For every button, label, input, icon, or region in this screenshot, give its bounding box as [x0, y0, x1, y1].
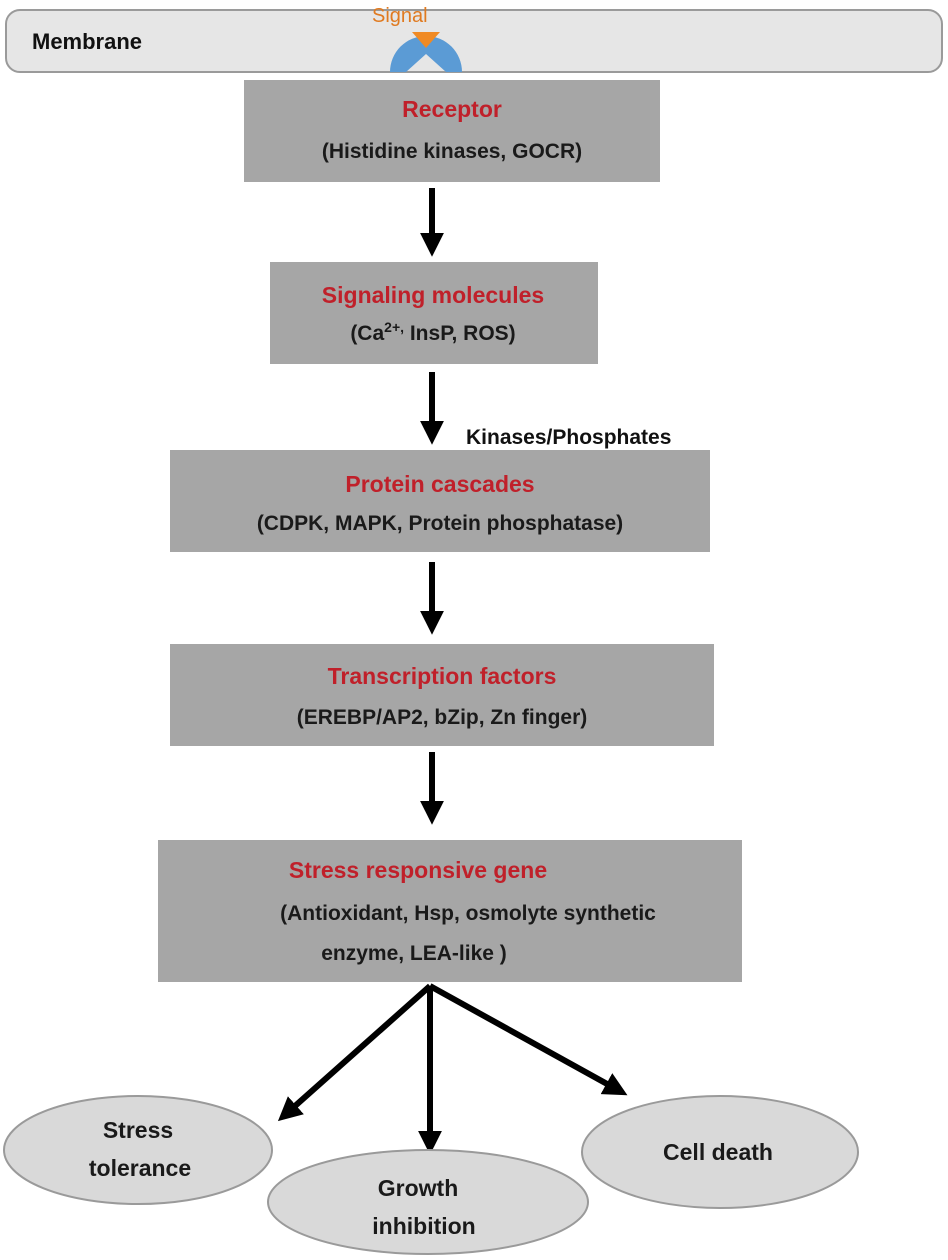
cell-death-oval [581, 1095, 859, 1209]
signaling-box [270, 262, 598, 364]
stress-gene-detail-line2: enzyme, LEA-like ) [321, 942, 507, 965]
arrow-to-cell-death [428, 983, 628, 1096]
stress-tolerance-line2: tolerance [89, 1155, 191, 1181]
stress-gene-title: Stress responsive gene [289, 857, 547, 883]
growth-inhibition-oval [267, 1149, 589, 1255]
stress-gene-box [158, 840, 742, 982]
stress-tolerance-oval [3, 1095, 273, 1205]
growth-inhibition-line1: Growth [378, 1175, 459, 1201]
stress-tolerance-line1: Stress [103, 1117, 173, 1143]
signaling-detail: (Ca2+, InsP, ROS) [350, 319, 515, 345]
receptor-box [244, 80, 660, 182]
protein-detail: (CDPK, MAPK, Protein phosphatase) [257, 512, 623, 535]
signaling-title: Signaling molecules [322, 282, 544, 308]
receptor-icon [390, 35, 462, 72]
transcription-detail: (EREBP/AP2, bZip, Zn finger) [297, 706, 588, 729]
stress-gene-detail-line1: (Antioxidant, Hsp, osmolyte synthetic [280, 902, 656, 925]
kinases-label: Kinases/Phosphates [466, 426, 671, 449]
receptor-title: Receptor [402, 96, 502, 122]
cell-death-label: Cell death [663, 1139, 773, 1165]
protein-box [170, 450, 710, 552]
growth-inhibition-line2: inhibition [372, 1213, 475, 1239]
transcription-title: Transcription factors [328, 663, 557, 689]
signal-label: Signal [372, 5, 428, 27]
membrane-bar [5, 9, 943, 73]
transcription-box [170, 644, 714, 746]
arrow-to-stress-tolerance [277, 983, 432, 1122]
membrane-label: Membrane [32, 29, 142, 54]
signal-icon [412, 32, 440, 48]
receptor-detail: (Histidine kinases, GOCR) [322, 140, 582, 163]
protein-title: Protein cascades [345, 471, 534, 497]
